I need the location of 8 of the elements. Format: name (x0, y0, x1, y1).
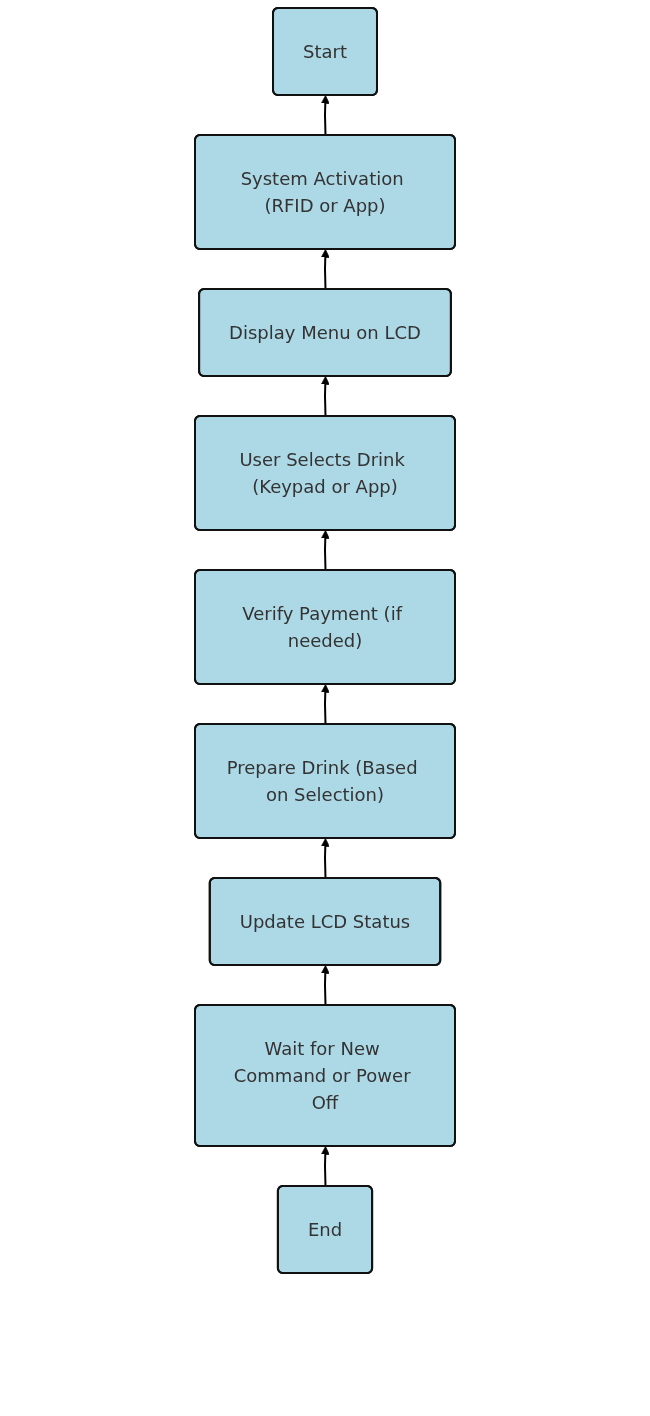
arrow (320, 965, 330, 1007)
arrow (320, 376, 330, 418)
arrow (320, 249, 330, 291)
arrow (320, 838, 330, 880)
arrow (320, 530, 330, 572)
arrow (320, 1146, 330, 1188)
arrow (320, 684, 330, 726)
arrow (320, 95, 330, 137)
